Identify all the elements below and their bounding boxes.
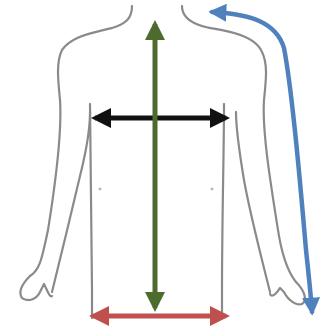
left-inner-arm-outline: [52, 112, 90, 292]
right-hand-outline: [270, 282, 305, 304]
left-hand-outline: [20, 276, 52, 300]
torso-silhouette: [20, 6, 304, 318]
right-torso-side: [222, 104, 224, 318]
sleeve-length-arrow: [212, 12, 312, 312]
left-torso-side: [90, 104, 92, 318]
left-outer-outline: [30, 6, 132, 276]
